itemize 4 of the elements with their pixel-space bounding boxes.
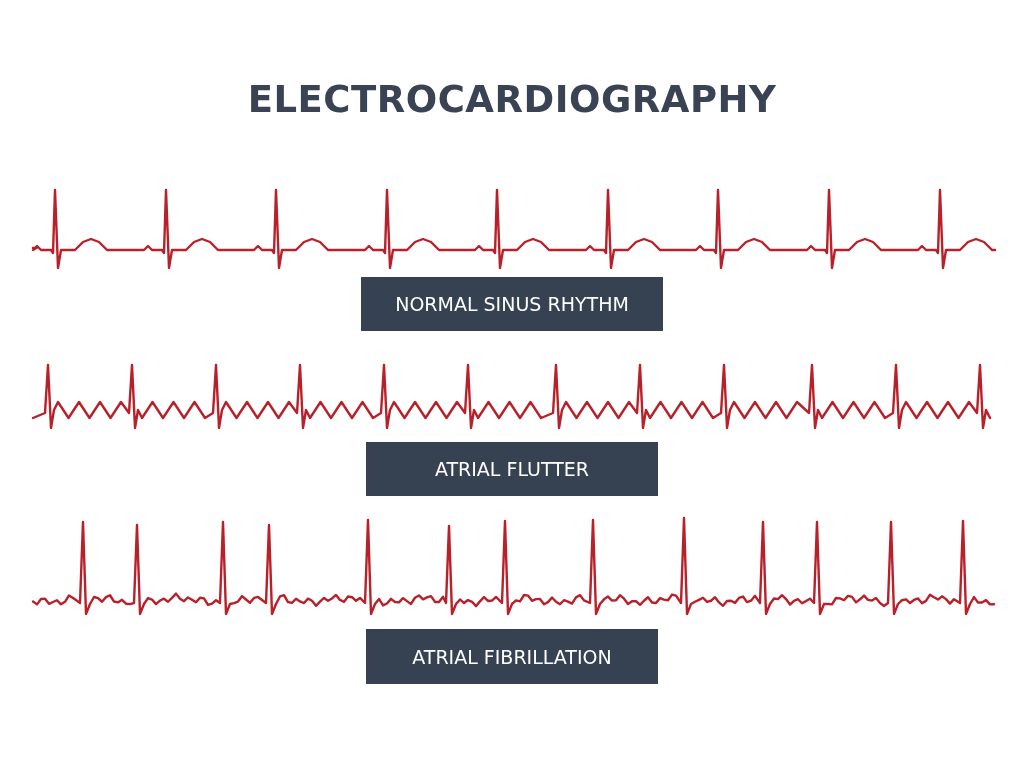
title: ELECTROCARDIOGRAPHY: [246, 78, 778, 121]
rhythm-label: ATRIAL FLUTTER: [366, 442, 658, 496]
rhythm-label: ATRIAL FIBRILLATION: [366, 629, 658, 684]
rhythm-label: NORMAL SINUS RHYTHM: [361, 277, 663, 331]
